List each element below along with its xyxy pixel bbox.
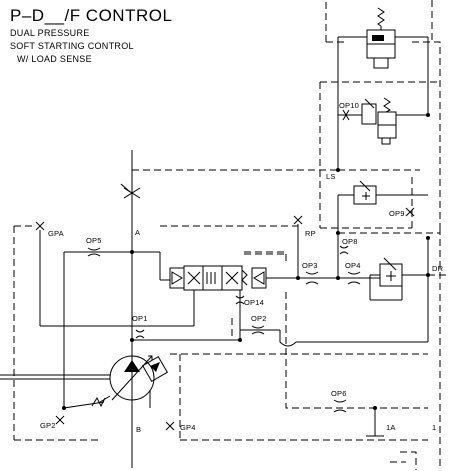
label-op10: OP10 <box>339 101 359 110</box>
pump-symbol <box>0 355 168 410</box>
subtitle-line-2: SOFT STARTING CONTROL <box>10 41 134 51</box>
label-op5: OP5 <box>86 236 102 245</box>
right-dashed-region: OP6 <box>170 253 428 440</box>
label-op14: OP14 <box>244 298 264 307</box>
op5-circuit: OP5 <box>40 236 132 408</box>
label-op9: OP9 <box>389 209 405 218</box>
bottom-ports: GP2 B GP4 1A 1 <box>40 406 436 470</box>
label-gp2: GP2 <box>40 421 56 430</box>
label-dr: DR <box>432 264 444 273</box>
compensator-spool: OP14 <box>132 251 286 340</box>
label-1a: 1A <box>386 423 396 432</box>
left-housing <box>13 225 298 441</box>
label-ls: LS <box>326 172 336 181</box>
main-pressure-line: A <box>120 150 141 468</box>
subtitle-line-3: W/ LOAD SENSE <box>17 54 92 64</box>
label-op3: OP3 <box>302 261 318 270</box>
upper-relief-valve: OP9 <box>338 180 428 218</box>
label-b: B <box>136 425 141 434</box>
gpa-port: GPA <box>35 221 64 326</box>
top-solenoid-valve <box>337 7 429 170</box>
label-op4: OP4 <box>345 261 361 270</box>
rp-op8-line: RP OP8 <box>293 195 440 278</box>
diagram-title: P–D__/F CONTROL <box>10 6 172 25</box>
upper-right-housing <box>319 0 441 229</box>
label-rp: RP <box>305 229 316 238</box>
label-1: 1 <box>432 423 436 432</box>
op1-op2-orifices: OP1 OP2 <box>130 314 428 347</box>
ls-line: LS <box>132 168 420 181</box>
spool-pilot-lines <box>231 251 287 340</box>
subtitle-line-1: DUAL PRESSURE <box>10 28 90 38</box>
label-a: A <box>135 228 140 237</box>
op3-op4-relief: OP3 OP4 DR <box>286 228 449 470</box>
label-gpa: GPA <box>48 229 64 238</box>
label-op2: OP2 <box>251 314 267 323</box>
label-op6: OP6 <box>331 389 347 398</box>
label-gp4: GP4 <box>180 423 196 432</box>
label-op8: OP8 <box>342 237 358 246</box>
op10-valve: OP10 <box>338 97 430 145</box>
label-op1: OP1 <box>132 314 148 323</box>
